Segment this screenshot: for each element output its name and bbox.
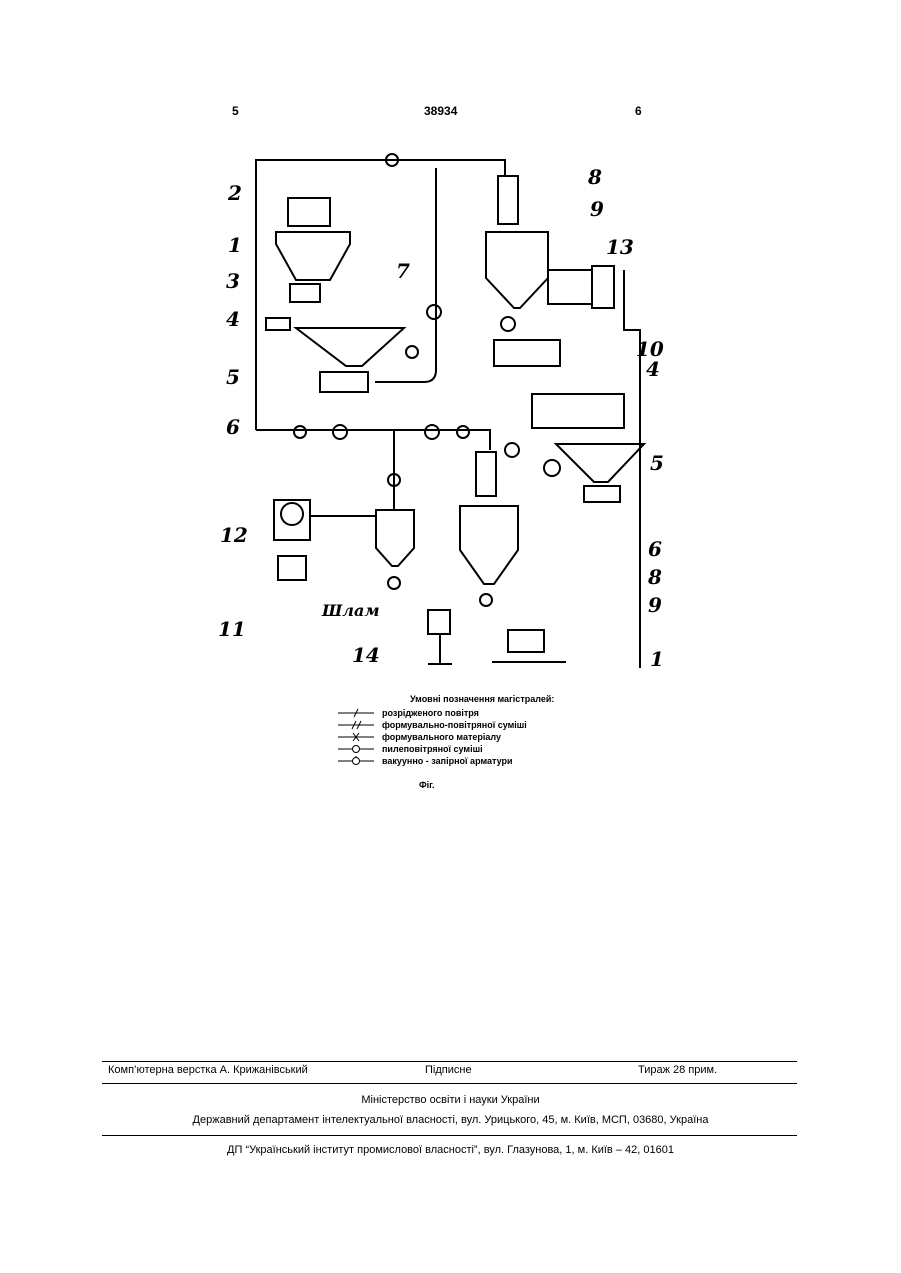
divider [102, 1083, 797, 1084]
label-1-left: 1 [228, 233, 242, 257]
label-9-top: 9 [590, 197, 604, 221]
legend-item: формувально-повітряної суміші [330, 720, 630, 732]
divider [102, 1135, 797, 1136]
process-flow-diagram: 2 1 3 4 5 6 7 12 11 14 8 9 13 10 4 5 6 8… [213, 138, 673, 694]
legend-item: формувального матеріалу [330, 732, 630, 744]
label-8-top: 8 [587, 165, 602, 189]
slurry-label: Шлам [321, 601, 380, 620]
label-7: 7 [396, 259, 410, 283]
label-4-right: 4 [646, 357, 660, 381]
label-1-right: 1 [650, 647, 664, 671]
legend-item-label: формувального матеріалу [382, 732, 501, 742]
label-6-left: 6 [226, 415, 240, 439]
label-13: 13 [606, 235, 634, 259]
label-3: 3 [226, 269, 240, 293]
circulation: Тираж 28 прим. [638, 1064, 717, 1076]
ministry: Міністерство освіти і науки України [0, 1094, 901, 1106]
label-2: 2 [227, 181, 242, 205]
label-9-bottom: 9 [648, 593, 662, 617]
signed-note: Підписне [425, 1064, 472, 1076]
department: Державний департамент інтелектуальної вл… [0, 1114, 901, 1126]
label-11: 11 [218, 617, 246, 641]
legend-item-label: розрідженого повітря [382, 708, 479, 718]
legend-item-label: вакуунно - запірної арматури [382, 756, 513, 766]
layout-credit: Комп’ютерна верстка А. Крижанівський [108, 1064, 308, 1076]
patent-number: 38934 [424, 104, 457, 118]
legend-item: пилеповітряної суміші [330, 744, 630, 756]
label-4-left: 4 [226, 307, 240, 331]
legend-item: вакуунно - запірної арматури [330, 756, 630, 768]
label-12: 12 [220, 523, 248, 547]
divider [102, 1061, 797, 1062]
figure-caption: Фіг. [419, 780, 435, 790]
legend-item: розрідженого повітря [330, 708, 630, 720]
label-5-left: 5 [226, 365, 240, 389]
institute: ДП “Український інститут промислової вла… [0, 1144, 901, 1156]
left-page-number: 5 [232, 104, 239, 118]
legend: Умовні позначення магістралей: розріджен… [330, 694, 630, 794]
right-page-number: 6 [635, 104, 642, 118]
label-6-right: 6 [648, 537, 662, 561]
label-14: 14 [352, 643, 380, 667]
legend-title: Умовні позначення магістралей: [410, 694, 554, 704]
label-5-right: 5 [650, 451, 664, 475]
label-8-bottom: 8 [647, 565, 662, 589]
legend-item-label: пилеповітряної суміші [382, 744, 483, 754]
legend-item-label: формувально-повітряної суміші [382, 720, 527, 730]
